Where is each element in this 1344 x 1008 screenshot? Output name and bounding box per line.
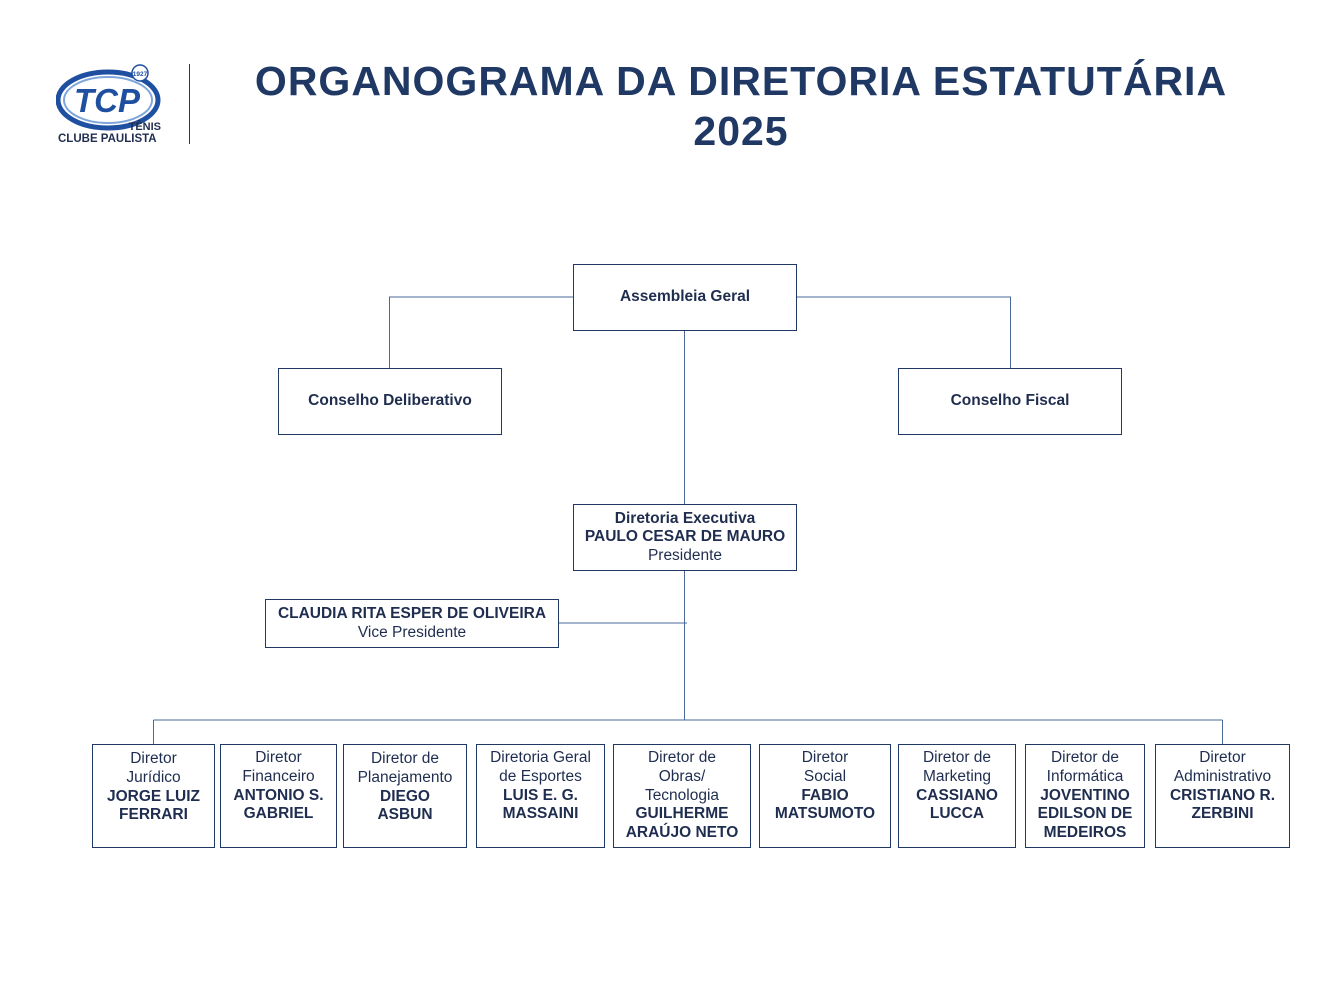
director-name: EDILSON DE [1037,805,1133,823]
director-name: MEDEIROS [1043,824,1127,842]
director-role: Diretoria Geral [490,749,591,766]
director-esportes-box: Diretoria Geral de Esportes LUIS E. G. M… [476,744,605,848]
director-name: GABRIEL [243,805,314,823]
logo-divider [189,64,190,144]
director-name: LUIS E. G. [503,786,578,804]
director-role: Obras/ [658,767,706,785]
title-line-2: 2025 [693,108,789,154]
logo-sub2: CLUBE PAULISTA [58,133,157,145]
vice-presidente-box: CLAUDIA RITA ESPER DE OLIVEIRA Vice Pres… [265,599,559,648]
director-name: ANTONIO S. [233,786,324,804]
director-role: de Esportes [499,767,582,785]
assembleia-geral-box: Assembleia Geral [573,264,797,331]
conselho-deliberativo-box: Conselho Deliberativo [278,368,502,435]
director-role: Diretor de [922,749,992,766]
title-line-1: ORGANOGRAMA DA DIRETORIA ESTATUTÁRIA [254,58,1228,104]
director-role: Diretor [801,749,849,766]
director-name: JORGE LUIZ [106,787,200,805]
conselho-deliberativo-label: Conselho Deliberativo [308,392,472,410]
director-obras-box: Diretor de Obras/ Tecnologia GUILHERME A… [613,744,751,848]
director-name: MATSUMOTO [774,805,876,823]
director-role: Marketing [922,767,992,785]
executiva-title: Diretoria Executiva [614,509,756,527]
tcp-logo-icon: TCP 1927 TÊNIS CLUBE PAULISTA [55,64,161,145]
executiva-role: Presidente [647,546,723,564]
director-role: Social [803,767,847,785]
director-role: Tecnologia [644,786,720,804]
director-name: ZERBINI [1191,805,1254,823]
vice-name: CLAUDIA RITA ESPER DE OLIVEIRA [277,605,547,622]
director-name: ASBUN [377,806,433,824]
director-name: CRISTIANO R. [1169,786,1276,804]
director-role: Diretor de [370,750,440,767]
director-informatica-box: Diretor de Informática JOVENTINO EDILSON… [1025,744,1145,848]
director-role: Diretor [1199,749,1246,766]
director-name: CASSIANO [916,786,998,804]
director-name: MASSAINI [502,805,579,823]
conselho-fiscal-label: Conselho Fiscal [950,392,1070,410]
vice-role: Vice Presidente [357,623,467,641]
logo-text: TCP [74,82,141,119]
director-name: FERRARI [119,806,188,824]
director-financeiro-box: Diretor Financeiro ANTONIO S. GABRIEL [220,744,337,848]
director-name: DIEGO [380,787,430,805]
director-marketing-box: Diretor de Marketing CASSIANO LUCCA [898,744,1016,848]
executiva-name: PAULO CESAR DE MAURO [584,528,786,546]
line-assembleia-fiscal [797,296,1011,368]
diretoria-executiva-box: Diretoria Executiva PAULO CESAR DE MAURO… [573,504,797,571]
director-role: Diretor de [647,749,717,766]
director-social-box: Diretor Social FABIO MATSUMOTO [759,744,891,848]
director-role: Planejamento [357,768,453,786]
page-title: ORGANOGRAMA DA DIRETORIA ESTATUTÁRIA 202… [200,56,1282,156]
director-planejamento-box: Diretor de Planejamento DIEGO ASBUN [343,744,467,848]
director-name: JOVENTINO [1040,786,1130,804]
director-administrativo-box: Diretor Administrativo CRISTIANO R. ZERB… [1155,744,1290,848]
director-name: ARAÚJO NETO [625,824,739,842]
director-role: Administrativo [1173,767,1272,785]
director-role: Diretor [130,750,177,767]
director-name: GUILHERME [635,805,729,823]
director-role: Informática [1046,767,1124,785]
director-name: FABIO [801,786,849,804]
director-role: Diretor de [1050,749,1120,766]
conselho-fiscal-box: Conselho Fiscal [898,368,1122,435]
director-juridico-box: Diretor Jurídico JORGE LUIZ FERRARI [92,744,215,848]
assembleia-geral-label: Assembleia Geral [619,288,751,306]
director-role: Diretor [255,749,302,766]
director-role: Financeiro [242,767,315,785]
director-role: Jurídico [126,768,181,786]
logo-sub1: TÊNIS [129,120,161,133]
club-logo: TCP 1927 TÊNIS CLUBE PAULISTA [55,62,168,148]
director-name: LUCCA [929,805,985,823]
logo-year: 1927 [133,71,148,78]
line-assembleia-deliberativo [389,296,573,368]
